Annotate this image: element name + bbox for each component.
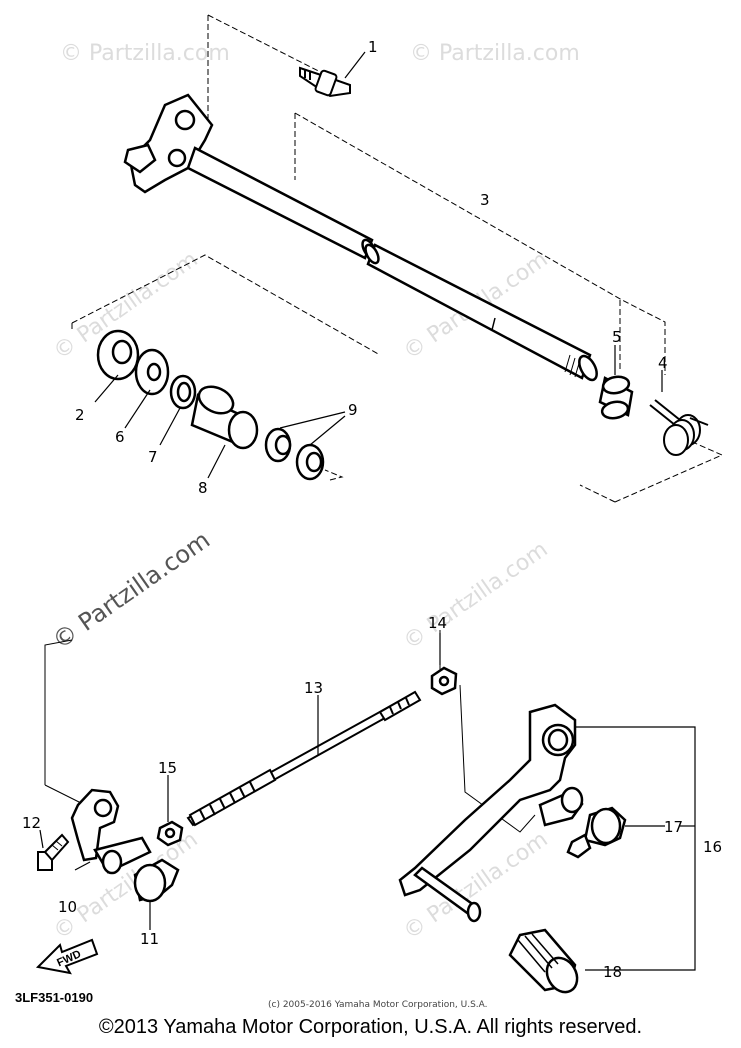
callout-10: 10 <box>58 898 77 916</box>
shift-arm <box>123 93 214 194</box>
callout-1: 1 <box>368 38 378 56</box>
part-12-bolt <box>37 833 70 871</box>
callout-15: 15 <box>158 759 177 777</box>
callout-3: 3 <box>480 191 490 209</box>
callout-2: 2 <box>75 406 85 424</box>
part-11-pin <box>133 858 180 903</box>
watermark: © Partzilla.com <box>399 537 552 655</box>
watermark: © Partzilla.com <box>410 41 580 66</box>
callout-4: 4 <box>658 354 668 372</box>
callout-9: 9 <box>348 401 358 419</box>
part-8-bushing <box>190 385 259 450</box>
callout-18: 18 <box>603 963 622 981</box>
part-9-bearing <box>264 427 292 463</box>
part-1-bolt <box>299 51 366 98</box>
callout-7: 7 <box>148 448 158 466</box>
callout-17: 17 <box>664 818 683 836</box>
part-2-oil-seal <box>96 329 140 381</box>
callout-12: 12 <box>22 814 41 832</box>
linkage-outline <box>44 630 536 833</box>
callout-11: 11 <box>140 930 159 948</box>
callout-labels: 1 2 3 4 5 6 7 8 9 10 11 12 13 14 15 16 1… <box>22 38 722 981</box>
callout-14: 14 <box>428 614 447 632</box>
part-9-bearing <box>295 443 325 481</box>
forward-arrow-icon: FWD <box>35 938 99 975</box>
callout-16: 16 <box>703 838 722 856</box>
part-6-washer <box>134 348 170 396</box>
part-18-rubber <box>508 928 579 994</box>
part-7-circlip <box>169 374 197 410</box>
part-4-spring <box>649 399 709 456</box>
copyright-notice: ©2013 Yamaha Motor Corporation, U.S.A. A… <box>98 1016 643 1038</box>
part-13-shift-rod <box>186 690 422 827</box>
watermark: © Partzilla.com <box>47 526 215 655</box>
callout-5: 5 <box>612 328 622 346</box>
part-16-shift-pedal <box>398 703 584 923</box>
part-5-collar <box>598 375 634 420</box>
callout-leaders <box>39 345 696 971</box>
part-10-joint <box>70 788 152 875</box>
part-3-shift-shaft <box>186 146 598 382</box>
callout-13: 13 <box>304 679 323 697</box>
part-17-bolt <box>566 806 627 859</box>
callout-6: 6 <box>115 428 125 446</box>
diagram-code: 3LF351-0190 <box>15 990 93 1005</box>
part-14-nut <box>430 666 458 696</box>
watermark: © Partzilla.com <box>60 41 230 66</box>
small-copyright: (c) 2005-2016 Yamaha Motor Corporation, … <box>268 1000 488 1010</box>
callout-8: 8 <box>198 479 208 497</box>
part-15-nut <box>156 820 184 847</box>
